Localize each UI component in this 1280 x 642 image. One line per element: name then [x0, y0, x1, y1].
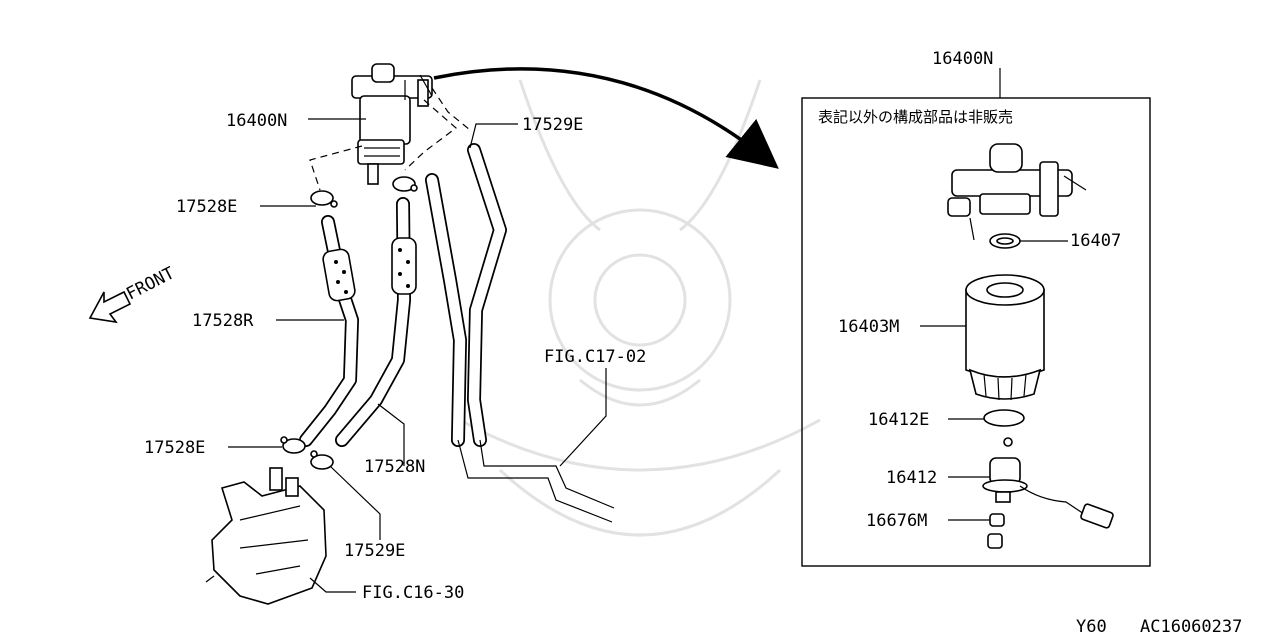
clamp-lower[interactable]	[280, 436, 306, 454]
label-17528e-upper[interactable]: 17528E	[176, 197, 237, 217]
footer-code: AC16060237	[1140, 617, 1242, 637]
exploded-view-box	[801, 97, 1151, 567]
clamp-upper[interactable]	[310, 190, 338, 208]
hose-right[interactable]	[335, 197, 417, 447]
label-17529e-upper[interactable]: 17529E	[522, 115, 583, 135]
label-16403m[interactable]: 16403M	[838, 317, 899, 337]
label-16407[interactable]: 16407	[1070, 231, 1121, 251]
watermark-emblem	[459, 79, 821, 537]
front-label: FRONT	[123, 263, 178, 304]
label-16400n-box[interactable]: 16400N	[932, 49, 993, 69]
water-sensor[interactable]	[982, 437, 1114, 529]
box-note: 表記以外の構成部品は非販売	[818, 108, 1013, 126]
fuel-filter-assembly[interactable]	[351, 63, 433, 185]
label-fig-c17-02[interactable]: FIG.C17-02	[544, 347, 646, 367]
dashed-guide-right	[404, 99, 457, 171]
label-17528r[interactable]: 17528R	[192, 311, 254, 331]
clip-upper[interactable]	[392, 176, 418, 192]
label-16412[interactable]: 16412	[886, 468, 937, 488]
gasket[interactable]	[989, 233, 1021, 249]
filter-head	[947, 143, 1087, 241]
label-fig-c16-30[interactable]: FIG.C16-30	[362, 583, 464, 603]
hose-left[interactable]	[299, 215, 359, 447]
front-arrow-icon	[88, 290, 132, 324]
clip-lower[interactable]	[310, 450, 334, 470]
dashed-guide-left	[309, 145, 363, 191]
fuel-line-hoses[interactable]	[425, 143, 615, 523]
curved-arrow-icon	[433, 67, 779, 169]
fuel-filter-cartridge[interactable]	[965, 274, 1045, 401]
leader-lines	[228, 118, 607, 593]
o-ring[interactable]	[983, 409, 1025, 427]
label-17528n[interactable]: 17528N	[364, 457, 425, 477]
label-16676m[interactable]: 16676M	[866, 511, 927, 531]
label-16400n-main[interactable]: 16400N	[226, 111, 287, 131]
label-16412e[interactable]: 16412E	[868, 410, 929, 430]
sensor-cap[interactable]	[987, 513, 1005, 549]
dashed-guide-upper	[431, 87, 471, 131]
footer-model: Y60	[1076, 617, 1107, 637]
label-17528e-lower[interactable]: 17528E	[144, 438, 205, 458]
label-17529e-lower[interactable]: 17529E	[344, 541, 405, 561]
injection-pump	[205, 467, 327, 605]
